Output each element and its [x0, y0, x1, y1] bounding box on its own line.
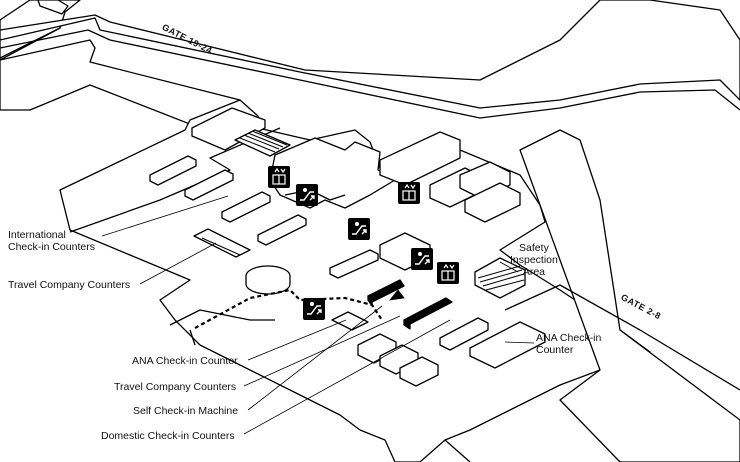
- domestic-counters-label: Domestic Check-in Counters: [101, 430, 235, 442]
- domestic-counters-strip: [403, 297, 453, 330]
- north-concourse-wall: [0, 0, 740, 129]
- dotted-boundary: [194, 288, 383, 329]
- international-label-line2: Check-in Counters: [8, 241, 95, 253]
- ana-right-label-line2: Counter: [536, 344, 574, 356]
- upper-right-structures: [379, 129, 740, 462]
- elevator-icon: [398, 182, 420, 204]
- bottom-counter-blocks: [357, 317, 489, 387]
- self-checkin-label: Self Check-in Machine: [133, 405, 239, 417]
- international-counters-label: International Check-in Counters: [8, 229, 95, 253]
- travel-company-counters-left: [193, 228, 251, 258]
- escalator-icon: [348, 218, 370, 240]
- leader-lines: [101, 195, 535, 435]
- international-counters: [149, 155, 307, 246]
- stair-block-right: [474, 257, 526, 299]
- safety-label-line2: Inspection: [510, 254, 558, 266]
- ana-counter-bottom-label: ANA Check-in Counter: [132, 355, 238, 367]
- international-label-line1: International: [8, 229, 66, 241]
- lower-right-wing: [444, 284, 740, 462]
- escalator-icon: [303, 298, 325, 320]
- escalator-icon: [296, 184, 318, 206]
- stair-block-left: [191, 107, 291, 157]
- ana-counter-right-area: [469, 321, 546, 369]
- escalator-icon: [411, 248, 433, 270]
- elevator-icon: [437, 262, 459, 284]
- ana-counter-right-label: ANA Check-in Counter: [536, 332, 601, 356]
- information-desk: [245, 265, 291, 295]
- safety-inspection-label: Safety Inspection Area: [510, 242, 558, 278]
- travel-company-left-label: Travel Company Counters: [8, 279, 131, 291]
- safety-label-line1: Safety: [519, 242, 549, 254]
- safety-label-line3: Area: [522, 266, 546, 278]
- travel-company-bottom-label: Travel Company Counters: [114, 381, 237, 393]
- elevator-icon: [268, 166, 290, 188]
- ana-right-label-line1: ANA Check-in: [536, 332, 602, 344]
